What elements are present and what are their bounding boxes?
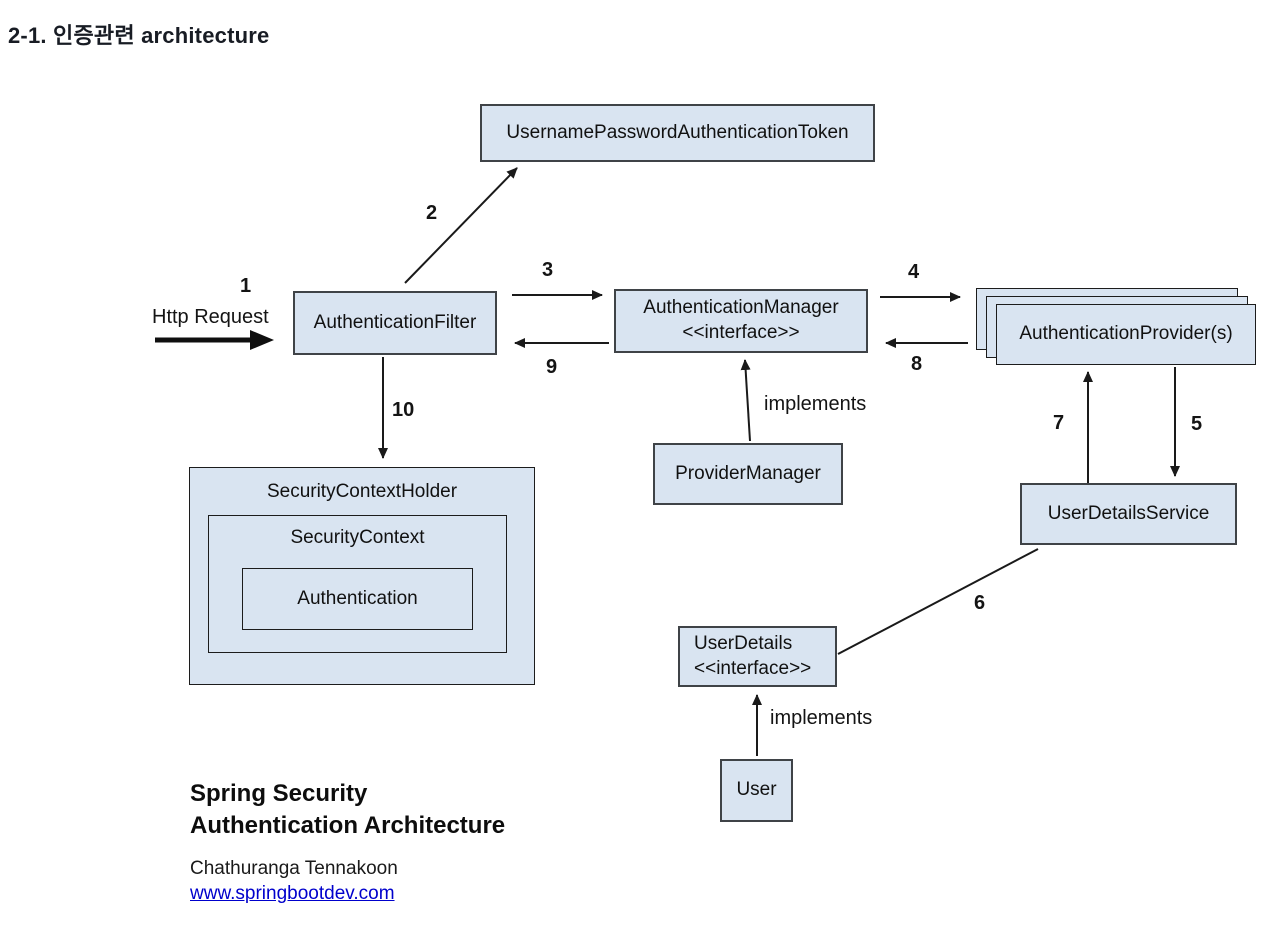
step-1-label: 1 [240,275,252,297]
author-name: Chathuranga Tennakoon [190,857,398,879]
node-label: SecurityContextHolder [266,481,458,502]
node-label: SecurityContext [290,527,425,548]
node-label: UsernamePasswordAuthenticationToken [506,121,849,143]
node-stereotype: <<interface>> [694,657,812,679]
step-3-label: 3 [542,259,554,281]
node-user: User [720,759,793,822]
node-stereotype: <<interface>> [682,322,800,343]
node-label: Authentication [297,587,418,609]
node-authentication-provider: AuthenticationProvider(s) [996,304,1256,365]
node-username-password-authentication-token: UsernamePasswordAuthenticationToken [480,104,875,162]
arrow-step-2 [404,167,518,284]
node-authentication: Authentication [242,568,473,630]
implements-provider-manager-label: implements [764,393,867,415]
node-authentication-filter: AuthenticationFilter [293,291,497,355]
step-5-label: 5 [1191,413,1203,435]
line-step-6 [837,548,1039,655]
step-6-label: 6 [974,592,986,614]
footer-credit: Spring Security Authentication Architect… [190,778,505,905]
arrow-http-request [155,330,274,350]
http-request-label: Http Request [152,306,269,328]
step-9-label: 9 [546,356,558,378]
website-link[interactable]: www.springbootdev.com [190,882,395,904]
step-7-label: 7 [1053,412,1065,434]
diagram-title: Spring Security Authentication Architect… [190,778,505,842]
node-label: User [736,779,777,801]
node-label: ProviderManager [675,462,821,484]
node-authentication-manager: AuthenticationManager <<interface>> [614,289,868,353]
implements-user-label: implements [770,707,873,729]
node-user-details-service: UserDetailsService [1020,483,1237,545]
node-label: UserDetails [694,632,793,654]
step-2-label: 2 [426,202,438,224]
step-10-label: 10 [392,399,415,421]
node-user-details: UserDetails <<interface>> [678,626,837,687]
node-label: UserDetailsService [1047,502,1210,524]
step-8-label: 8 [911,353,923,375]
arrow-implements-provider-manager [740,359,751,442]
node-label: AuthenticationFilter [313,311,477,333]
diagram-title-line1: Spring Security [190,780,368,807]
step-4-label: 4 [908,261,920,283]
node-label: AuthenticationProvider(s) [1019,323,1233,345]
node-provider-manager: ProviderManager [653,443,843,505]
page-title: 2-1. 인증관련 architecture [8,23,270,48]
node-label: AuthenticationManager [643,297,839,319]
diagram-title-line2: Authentication Architecture [190,811,506,839]
